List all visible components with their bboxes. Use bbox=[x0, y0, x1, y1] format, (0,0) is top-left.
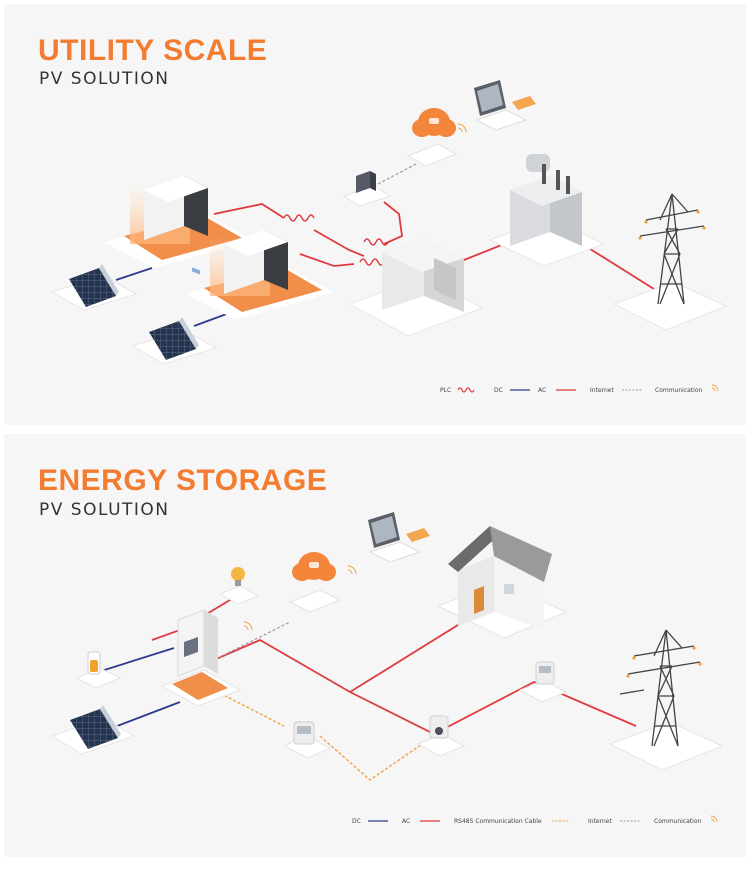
combiner-cabinet bbox=[348, 238, 484, 337]
cloud-icon bbox=[412, 108, 456, 137]
light-bulb-icon bbox=[218, 567, 260, 605]
storage-diagram: DC AC RS485 Communication Cable Internet… bbox=[50, 512, 724, 825]
utility-scale-panel: UTILITY SCALE PV SOLUTION bbox=[4, 4, 746, 425]
utility-diagram: PLC DC AC Internet Communication bbox=[50, 80, 728, 394]
legend-dc: DC bbox=[352, 818, 361, 825]
legend-rs485: RS485 Communication Cable bbox=[454, 818, 542, 825]
legend-ac: AC bbox=[538, 387, 546, 394]
utility-subtitle: PV SOLUTION bbox=[39, 69, 170, 89]
laptop-icon bbox=[368, 512, 430, 563]
transformer bbox=[488, 154, 606, 267]
hybrid-inverter bbox=[160, 609, 242, 707]
legend-plc: PLC bbox=[440, 387, 451, 394]
wifi-icon-inverter bbox=[243, 621, 253, 631]
inverter-2 bbox=[186, 230, 334, 320]
router bbox=[406, 143, 458, 167]
legend-dc: DC bbox=[494, 387, 503, 394]
power-pylon bbox=[612, 193, 728, 331]
solar-panel-1 bbox=[50, 264, 138, 311]
ac-line bbox=[213, 201, 655, 290]
storage-title: ENERGY STORAGE bbox=[38, 464, 328, 497]
utility-title: UTILITY SCALE bbox=[38, 34, 268, 67]
router bbox=[288, 589, 342, 613]
plc-line bbox=[283, 214, 389, 266]
cloud-icon bbox=[292, 552, 336, 581]
legend-communication: Communication bbox=[654, 818, 701, 825]
solar-panel bbox=[50, 705, 136, 755]
energy-storage-panel: ENERGY STORAGE PV SOLUTION bbox=[4, 434, 746, 857]
rs485-line bbox=[201, 683, 429, 781]
storage-subtitle: PV SOLUTION bbox=[39, 500, 170, 520]
power-pylon bbox=[608, 629, 724, 771]
ac-line bbox=[151, 593, 637, 736]
solar-panel-2 bbox=[130, 317, 218, 365]
internet-line bbox=[377, 163, 417, 185]
legend-wifi-icon bbox=[710, 815, 718, 823]
legend-wifi-icon bbox=[711, 384, 719, 392]
legend: PLC DC AC Internet Communication bbox=[440, 384, 719, 394]
smart-meter bbox=[282, 721, 332, 759]
legend-communication: Communication bbox=[655, 387, 702, 394]
ct-sensor bbox=[416, 715, 466, 757]
laptop-icon bbox=[474, 80, 536, 131]
wifi-icon bbox=[347, 565, 357, 575]
legend-internet: Internet bbox=[590, 387, 614, 394]
energy-meter bbox=[518, 661, 568, 703]
data-logger bbox=[342, 171, 392, 207]
legend: DC AC RS485 Communication Cable Internet… bbox=[352, 815, 718, 825]
house-icon bbox=[436, 526, 568, 639]
battery bbox=[74, 651, 122, 689]
legend-internet: Internet bbox=[588, 818, 612, 825]
dc-line bbox=[97, 647, 181, 729]
wifi-icon bbox=[457, 123, 467, 133]
inverter-1 bbox=[104, 176, 254, 275]
legend-ac: AC bbox=[402, 818, 410, 825]
